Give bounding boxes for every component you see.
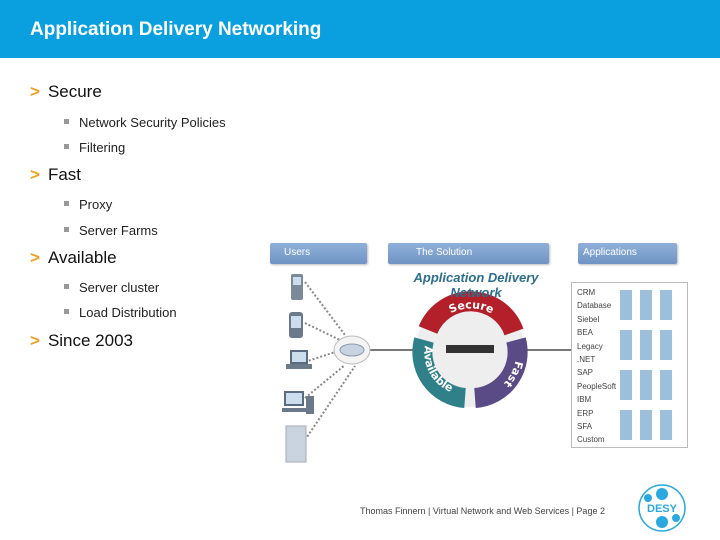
- sub-bullet: Server Farms: [64, 223, 158, 238]
- applications-header: Applications: [578, 243, 677, 264]
- sub-bullet: Server cluster: [64, 280, 159, 295]
- bullet-fast: >Fast: [30, 165, 81, 184]
- cloud-router-icon: [333, 335, 371, 365]
- users-header: Users: [270, 243, 367, 264]
- server-icon: [620, 370, 632, 400]
- phone-icon: [291, 274, 303, 300]
- app-label: SFA: [577, 422, 593, 431]
- app-label: IBM: [577, 395, 592, 405]
- dotted-links: [304, 281, 356, 441]
- ring-available-segment: [412, 337, 467, 408]
- pda-icon: [289, 312, 303, 338]
- server-icon: [660, 290, 672, 320]
- bullet-secure: >Secure: [30, 82, 102, 101]
- diagram-title: Application Delivery Network: [413, 270, 539, 300]
- app-label: Legacy: [577, 341, 603, 351]
- appliance-icon: [446, 345, 494, 353]
- app-label: .NET: [577, 355, 596, 364]
- app-label: Custom: [577, 435, 605, 445]
- bullet-since: >Since 2003: [30, 331, 134, 350]
- sub-bullet: Proxy: [64, 197, 112, 212]
- app-label: ERP: [577, 408, 594, 418]
- solution-header: The Solution: [388, 243, 549, 264]
- app-label: Database: [577, 301, 612, 311]
- sub-bullet: Load Distribution: [64, 305, 177, 320]
- laptop-icon: [286, 350, 312, 369]
- server-icon: [640, 290, 652, 320]
- desy-logo-text: DESY: [647, 503, 678, 515]
- page-title: Application Delivery Networking: [30, 19, 322, 40]
- bullet-available: >Available: [30, 248, 117, 267]
- sub-bullet: Network Security Policies: [64, 115, 226, 130]
- app-label: PeopleSoft: [577, 381, 617, 391]
- building-icon: [285, 425, 307, 463]
- footer-text: Thomas Finnern | Virtual Network and Web…: [360, 506, 605, 516]
- ring-fast-segment: [473, 337, 528, 408]
- server-icon: [640, 330, 652, 360]
- sub-bullet: Filtering: [64, 140, 125, 155]
- app-label: Siebel: [577, 314, 600, 324]
- ring-graphic: Secure Fast Available: [412, 291, 528, 408]
- server-racks: [620, 290, 672, 440]
- server-icon: [640, 370, 652, 400]
- title-bar: Application Delivery Networking: [0, 0, 720, 58]
- app-label: BEA: [577, 328, 594, 338]
- desktop-icon: [282, 391, 314, 414]
- server-icon: [640, 410, 652, 440]
- server-icon: [620, 290, 632, 320]
- server-icon: [660, 410, 672, 440]
- svg-text:Secure: Secure: [447, 298, 496, 316]
- server-icon: [660, 370, 672, 400]
- server-icon: [660, 330, 672, 360]
- server-icon: [620, 330, 632, 360]
- ring-secure-segment: [418, 291, 524, 336]
- server-icon: [620, 410, 632, 440]
- desy-logo: DESY: [638, 484, 686, 532]
- app-label: CRM: [577, 288, 596, 297]
- app-label: SAP: [577, 368, 594, 378]
- ring-label-secure: Secure: [447, 298, 496, 316]
